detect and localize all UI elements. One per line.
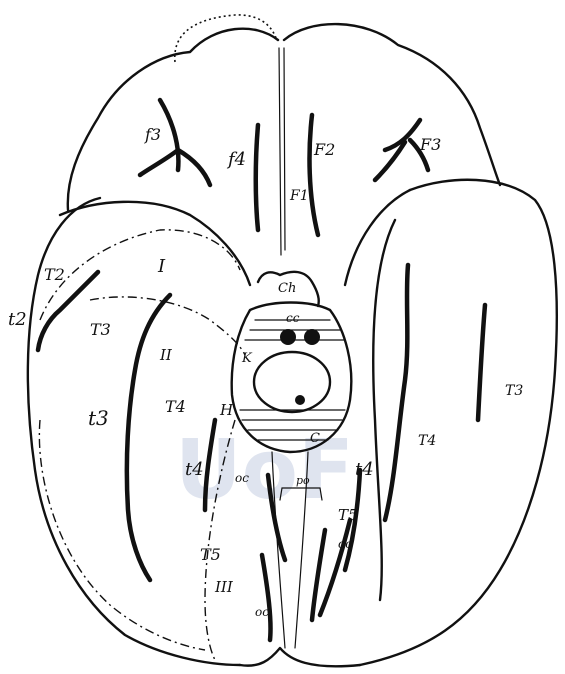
label-Ch: Ch <box>278 281 296 296</box>
right-medial-temporal-outline <box>373 220 395 600</box>
boundary-line-I <box>40 230 240 320</box>
label-C: C <box>310 431 320 446</box>
sulcus-T4-right <box>385 265 408 520</box>
right-inner-temporal-outline <box>345 190 410 285</box>
label-K: K <box>241 351 253 366</box>
sulcus-f4 <box>256 125 258 230</box>
label-T3-right: T3 <box>505 383 523 399</box>
label-T5-left: T5 <box>200 545 221 564</box>
cc-left-dot <box>280 329 296 345</box>
label-t4-right: t4 <box>355 459 374 480</box>
occipital-outline <box>240 648 360 666</box>
label-II: II <box>159 346 173 364</box>
label-oc-bottom: oc <box>255 605 269 619</box>
sulcus-T3-right <box>478 305 485 420</box>
sulcus-F2 <box>310 115 318 235</box>
label-f3: f3 <box>144 125 161 144</box>
longitudinal-fissure-2 <box>284 48 285 250</box>
label-t3: t3 <box>88 406 109 430</box>
dotted-frontal-contour <box>175 15 276 62</box>
label-oc-right: oc <box>338 537 352 551</box>
label-I: I <box>157 256 166 277</box>
aqueduct-cavity <box>254 352 330 412</box>
label-F3: F3 <box>419 135 441 154</box>
label-t4-left: t4 <box>185 459 204 480</box>
right-temporal-lobe-outline <box>360 180 557 665</box>
label-T5-right: T5 <box>338 506 358 524</box>
left-inner-temporal-outline <box>60 202 250 285</box>
label-cc: cc <box>286 311 300 325</box>
longitudinal-fissure <box>279 48 281 255</box>
label-T2: T2 <box>44 265 65 284</box>
sulcus-t3 <box>127 295 170 580</box>
label-po: po <box>296 474 310 487</box>
label-F1: F1 <box>289 188 309 204</box>
left-frontal-lobe-outline <box>68 29 278 210</box>
label-T4-left: T4 <box>165 397 186 416</box>
label-oc-left: oc <box>235 471 249 485</box>
aqueduct-dot <box>295 395 305 405</box>
label-T3-left: T3 <box>90 320 111 339</box>
cc-right-dot <box>304 329 320 345</box>
label-f4: f4 <box>226 149 246 170</box>
label-t2: t2 <box>8 309 27 330</box>
label-III: III <box>214 578 234 596</box>
label-T4-right: T4 <box>418 433 436 449</box>
label-F2: F2 <box>313 140 335 159</box>
label-H: H <box>219 401 234 419</box>
